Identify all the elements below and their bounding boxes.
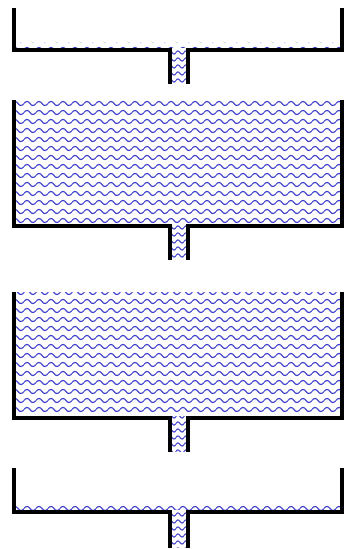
pipe-right-wall (186, 224, 190, 260)
tank-floor-right (186, 48, 344, 52)
pipe-left-wall (168, 48, 172, 84)
tank-floor-right (186, 510, 344, 514)
tank-right-wall (340, 100, 344, 228)
tank-floor-left (12, 510, 172, 514)
water-tank (12, 292, 344, 452)
tank-left-wall (12, 100, 16, 228)
pipe-left-wall (168, 510, 172, 548)
tank-right-wall (340, 292, 344, 420)
tank-floor-right (186, 416, 344, 420)
tank-water (16, 292, 340, 417)
tank-floor-left (12, 416, 172, 420)
tank-right-wall (340, 8, 344, 52)
pipe-right-wall (186, 510, 190, 548)
water-tank (12, 468, 344, 548)
tank-floor-right (186, 224, 344, 228)
tank-floor-left (12, 224, 172, 228)
water-tank (12, 100, 344, 260)
pipe-right-wall (186, 416, 190, 452)
pipe-water (172, 224, 186, 260)
pipe-water (172, 416, 186, 452)
tank-water (16, 502, 340, 511)
pipe-water (172, 510, 186, 548)
tank-left-wall (12, 468, 16, 514)
tank-left-wall (12, 8, 16, 52)
water-tank (12, 8, 344, 84)
tanks-layer (12, 8, 344, 548)
pipe-right-wall (186, 48, 190, 84)
pipe-water (172, 48, 186, 84)
pipe-left-wall (168, 224, 172, 260)
tank-left-wall (12, 292, 16, 420)
tank-water (16, 100, 340, 225)
tank-floor-left (12, 48, 172, 52)
tank-right-wall (340, 468, 344, 514)
pipe-left-wall (168, 416, 172, 452)
